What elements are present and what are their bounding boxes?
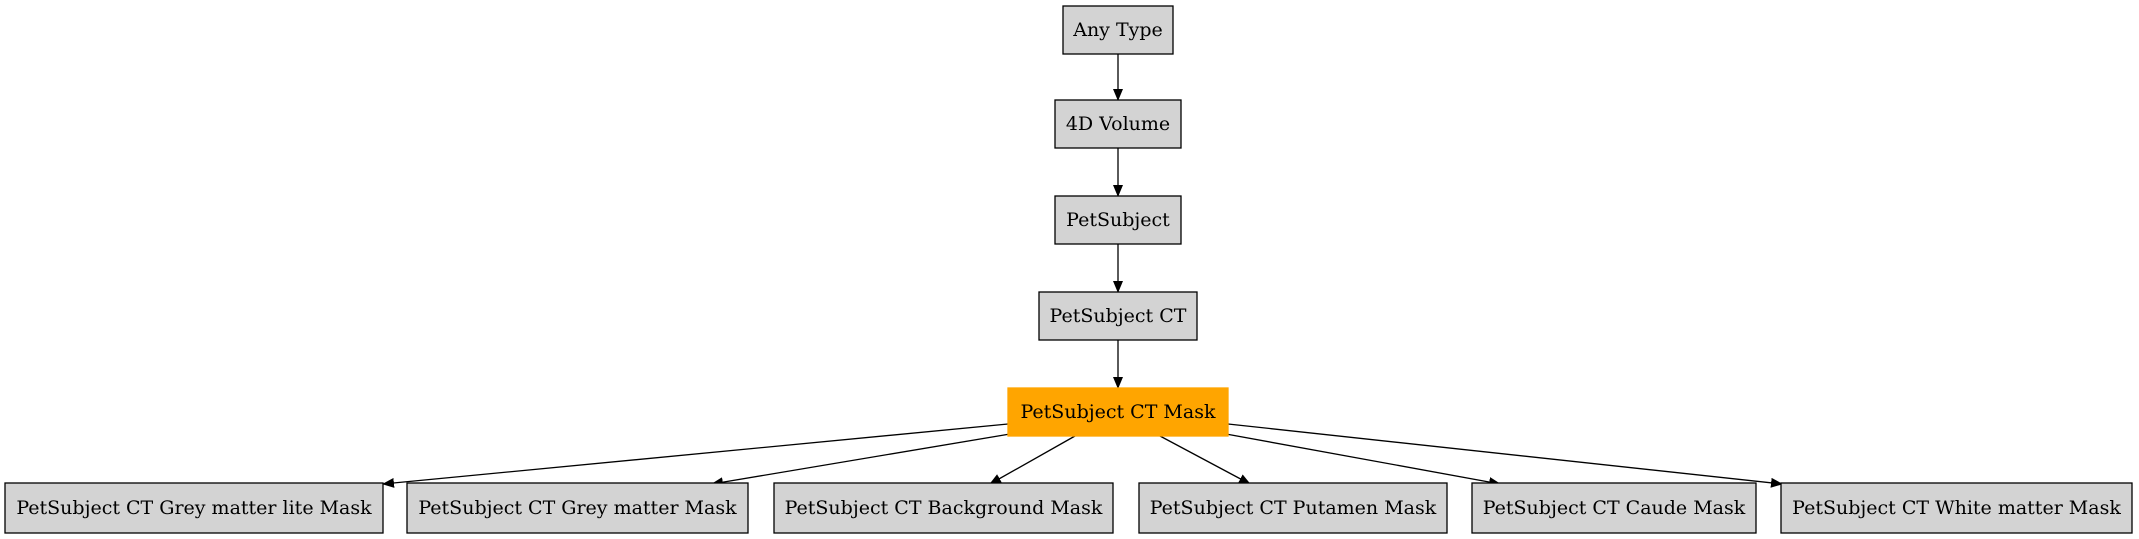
node-label-petsubject-ct: PetSubject CT [1050, 305, 1187, 327]
node-grey-matter-lite-mask: PetSubject CT Grey matter lite Mask [4, 482, 384, 534]
node-box-petsubject-ct [1038, 291, 1198, 341]
node-label-grey-matter-lite-mask: PetSubject CT Grey matter lite Mask [16, 497, 372, 519]
node-caude-mask: PetSubject CT Caude Mask [1471, 482, 1757, 534]
node-any-type: Any Type [1062, 5, 1174, 55]
node-label-grey-matter-mask: PetSubject CT Grey matter Mask [418, 497, 737, 519]
node-label-background-mask: PetSubject CT Background Mask [785, 497, 1103, 519]
node-box-caude-mask [1471, 482, 1757, 534]
node-4d-volume: 4D Volume [1054, 99, 1182, 149]
node-label-caude-mask: PetSubject CT Caude Mask [1483, 497, 1746, 519]
edge-petsubject-ct-mask-to-putamen-mask [1159, 435, 1251, 485]
node-label-petsubject: PetSubject [1066, 209, 1170, 231]
node-box-grey-matter-mask [406, 482, 749, 534]
node-label-petsubject-ct-mask: PetSubject CT Mask [1021, 401, 1216, 423]
edges-layer [382, 54, 1783, 488]
node-petsubject-ct: PetSubject CT [1038, 291, 1198, 341]
node-petsubject: PetSubject [1054, 195, 1182, 245]
edge-petsubject-ct-mask-to-caude-mask [1225, 433, 1501, 487]
node-box-4d-volume [1054, 99, 1182, 149]
node-putamen-mask: PetSubject CT Putamen Mask [1138, 482, 1448, 534]
node-grey-matter-mask: PetSubject CT Grey matter Mask [406, 482, 749, 534]
edge-petsubject-ct-mask-to-grey-matter-lite-mask [382, 423, 1009, 488]
node-box-background-mask [773, 482, 1114, 534]
node-box-grey-matter-lite-mask [4, 482, 384, 534]
node-background-mask: PetSubject CT Background Mask [773, 482, 1114, 534]
node-white-matter-mask: PetSubject CT White matter Mask [1780, 482, 2133, 534]
node-box-any-type [1062, 5, 1174, 55]
node-label-putamen-mask: PetSubject CT Putamen Mask [1150, 497, 1437, 519]
edge-petsubject-ct-mask-to-white-matter-mask [1227, 423, 1783, 488]
node-box-petsubject [1054, 195, 1182, 245]
node-label-any-type: Any Type [1072, 19, 1163, 41]
node-petsubject-ct-mask: PetSubject CT Mask [1007, 387, 1229, 437]
node-box-putamen-mask [1138, 482, 1448, 534]
edge-petsubject-ct-mask-to-background-mask [989, 435, 1076, 485]
node-label-white-matter-mask: PetSubject CT White matter Mask [1792, 497, 2121, 519]
node-box-petsubject-ct-mask [1007, 387, 1229, 437]
edge-petsubject-ct-mask-to-grey-matter-mask [711, 433, 1011, 488]
node-box-white-matter-mask [1780, 482, 2133, 534]
node-label-4d-volume: 4D Volume [1066, 113, 1170, 135]
